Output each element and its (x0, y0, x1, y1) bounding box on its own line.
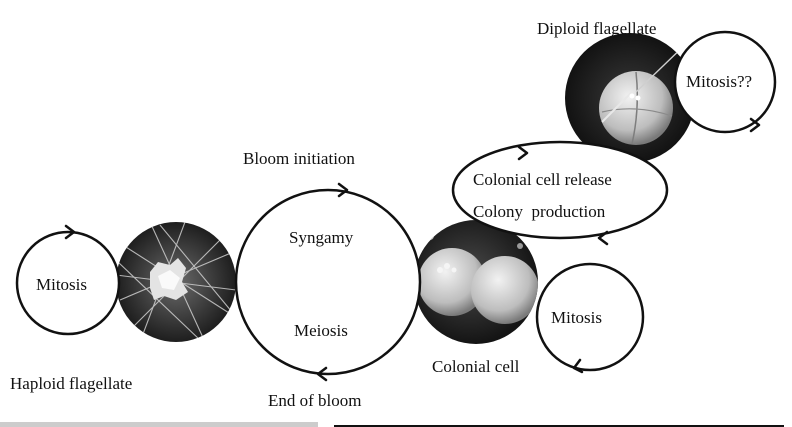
bloom-initiation-label: Bloom initiation (243, 149, 355, 168)
haploid-flagellate-micrograph (116, 222, 236, 342)
haploid-flagellate-label: Haploid flagellate (10, 374, 133, 393)
haploid-mitosis-circle (15, 230, 121, 336)
diploid-mitosis-label: Mitosis?? (686, 72, 753, 91)
colonial-cell-label: Colonial cell (432, 357, 520, 376)
haploid-mitosis-label: Mitosis (36, 275, 88, 294)
colonial-mitosis-label: Mitosis (551, 308, 603, 327)
diploid-flagellate-label: Diploid flagellate (537, 19, 657, 38)
syngamy-meiosis-circle (234, 188, 422, 376)
arrowhead-diploid-mitosis (749, 117, 761, 133)
colonial-release-label: Colonial cell release (473, 170, 612, 189)
arrowhead-production (597, 230, 609, 246)
diploid-mitosis-circle (673, 30, 777, 134)
syngamy-label: Syngamy (289, 228, 354, 247)
colonial-release-ellipse (451, 140, 669, 240)
arrowhead-release (517, 145, 529, 161)
end-of-bloom-label: End of bloom (268, 391, 362, 410)
colony-production-label: Colony production (473, 202, 606, 221)
colonial-mitosis-circle (535, 262, 645, 372)
arrowhead-haploid (64, 224, 76, 240)
diploid-flagellate-micrograph (565, 33, 695, 163)
cycle-arrowheads (64, 117, 761, 382)
colonial-cell-micrograph (414, 220, 538, 344)
footer-rule-left (0, 422, 318, 427)
arrowhead-colonial-mitosis (572, 358, 584, 374)
meiosis-label: Meiosis (294, 321, 348, 340)
arrowhead-meiosis (316, 366, 328, 382)
arrowhead-syngamy (337, 182, 349, 198)
